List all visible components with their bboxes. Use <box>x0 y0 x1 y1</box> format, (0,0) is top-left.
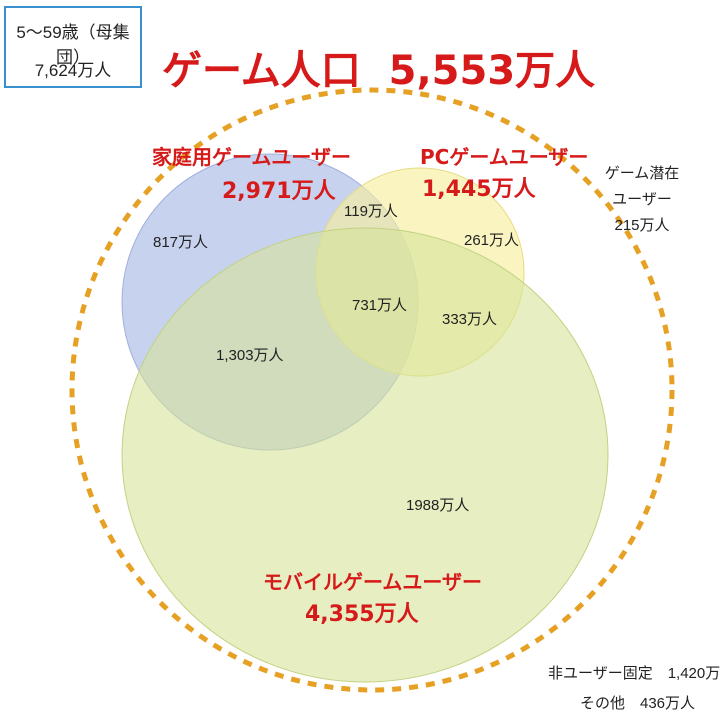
console-set-total: 2,971万人 <box>222 179 336 204</box>
potential-users-label-1: ゲーム潜在 <box>605 165 680 182</box>
mobile-set-name: モバイルゲームユーザー <box>263 570 482 594</box>
non-users-other: その他 436万人 <box>580 695 695 712</box>
console-only-value: 817万人 <box>153 234 208 251</box>
mobile-set-total: 4,355万人 <box>305 602 419 627</box>
potential-users-label-2: ユーザー <box>612 191 672 208</box>
all-three-value: 731万人 <box>352 297 407 314</box>
game-population-outline <box>69 87 675 693</box>
mobile-only-value: 1988万人 <box>406 497 469 514</box>
population-label: 5～59歳（母集団） <box>16 23 130 67</box>
mobile-users-ellipse <box>121 227 609 683</box>
pc-only-value: 261万人 <box>464 232 519 249</box>
console-set-name: 家庭用ゲームユーザー <box>152 145 351 169</box>
non-users-fixed: 非ユーザー固定 1,420万人 <box>548 665 720 682</box>
diagram-title: ゲーム人口 5,553万人 <box>162 48 595 94</box>
console-pc-value: 119万人 <box>344 203 398 220</box>
pc-set-total: 1,445万人 <box>422 177 536 202</box>
population-box: 5～59歳（母集団） 7,624万人 <box>4 6 142 88</box>
population-value: 7,624万人 <box>34 61 112 80</box>
potential-users-value: 215万人 <box>614 217 669 234</box>
pc-set-name: PCゲームユーザー <box>420 145 588 169</box>
console-mobile-value: 1,303万人 <box>216 347 284 364</box>
pc-mobile-value: 333万人 <box>442 311 497 328</box>
